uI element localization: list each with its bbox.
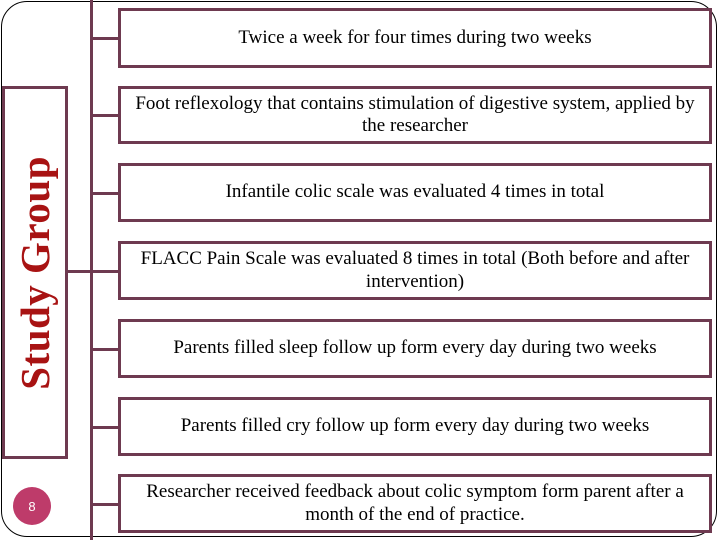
page-number-badge: 8 <box>13 487 51 525</box>
content-box-7: Researcher received feedback about colic… <box>118 474 712 533</box>
study-group-label: Study Group <box>11 155 58 390</box>
content-box-6: Parents filled cry follow up form every … <box>118 397 712 456</box>
content-box-2-text: Foot reflexology that contains stimulati… <box>135 92 695 136</box>
content-box-4: FLACC Pain Scale was evaluated 8 times i… <box>118 241 712 300</box>
connector-stub-2 <box>90 114 120 117</box>
content-box-3: Infantile colic scale was evaluated 4 ti… <box>118 163 712 222</box>
page-number-text: 8 <box>28 498 36 514</box>
content-box-1: Twice a week for four times during two w… <box>118 8 712 68</box>
connector-stub-3 <box>90 192 120 195</box>
connector-stub-7 <box>90 503 120 506</box>
study-group-box: Study Group <box>2 86 68 459</box>
content-box-1-text: Twice a week for four times during two w… <box>238 26 592 48</box>
content-box-5-text: Parents filled sleep follow up form ever… <box>173 337 657 359</box>
content-box-2: Foot reflexology that contains stimulati… <box>118 86 712 144</box>
connector-stub-6 <box>90 426 120 429</box>
connector-stub-1 <box>90 37 120 40</box>
content-box-3-text: Infantile colic scale was evaluated 4 ti… <box>225 181 605 203</box>
content-box-4-text: FLACC Pain Scale was evaluated 8 times i… <box>140 248 690 292</box>
content-box-6-text: Parents filled cry follow up form every … <box>180 415 650 437</box>
content-box-5: Parents filled sleep follow up form ever… <box>118 319 712 378</box>
connector-group-join <box>66 270 93 273</box>
connector-stub-4 <box>90 270 120 273</box>
content-box-7-text: Researcher received feedback about colic… <box>146 481 684 525</box>
connector-stub-5 <box>90 348 120 351</box>
